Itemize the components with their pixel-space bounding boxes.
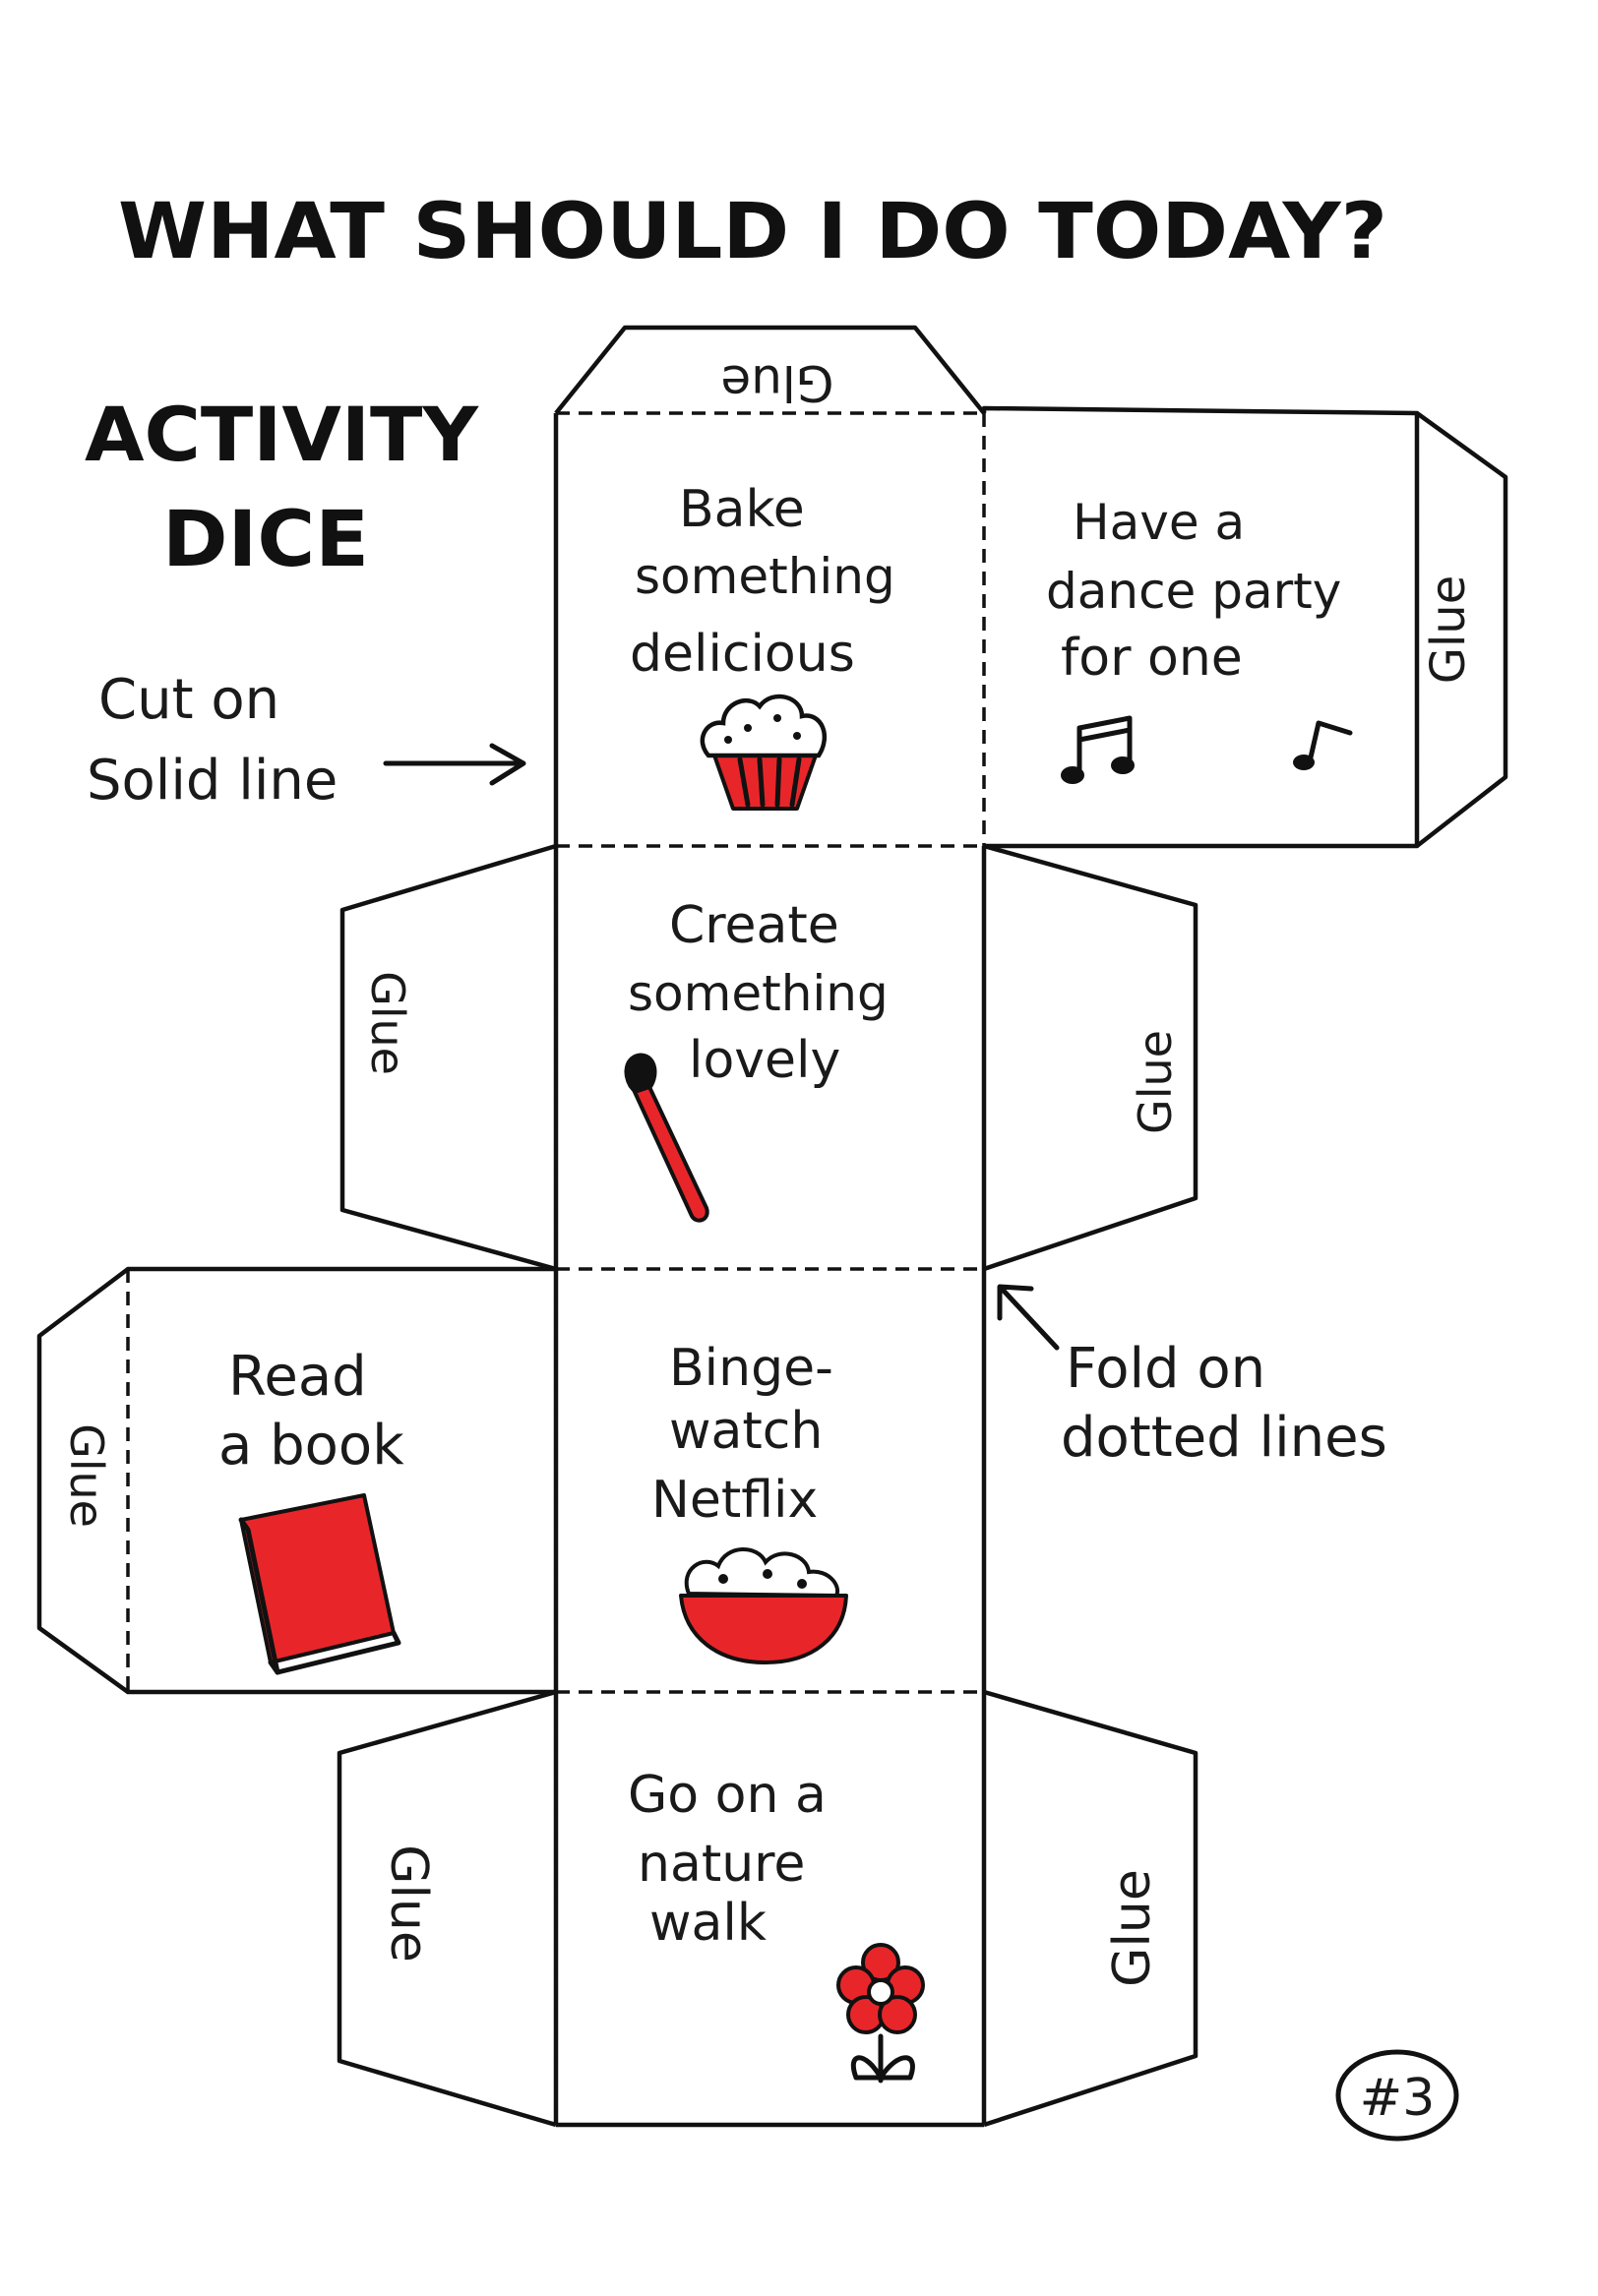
face-binge-line3: Netflix bbox=[651, 1471, 818, 1530]
page-number: #3 bbox=[1360, 2069, 1436, 2128]
popcorn-bowl-icon bbox=[679, 1547, 848, 1664]
face-read-line1: Read bbox=[228, 1345, 367, 1409]
face-create: Create something lovely bbox=[624, 896, 889, 1223]
face-binge-line1: Binge- bbox=[669, 1339, 833, 1398]
music-notes-icon bbox=[1061, 715, 1353, 784]
glue-tab-read-left: Glue bbox=[60, 1423, 113, 1528]
cut-instruction-line2: Solid line bbox=[87, 749, 338, 813]
activity-heading: ACTIVITY bbox=[85, 391, 479, 478]
flower-icon bbox=[836, 1943, 925, 2084]
face-walk-line2: nature bbox=[638, 1835, 805, 1894]
face-dance-line3: for one bbox=[1061, 629, 1243, 688]
face-bake-line1: Bake bbox=[679, 480, 805, 539]
face-binge-line2: watch bbox=[669, 1402, 823, 1461]
cut-instruction-line1: Cut on bbox=[98, 668, 279, 732]
arrow-up-left-icon bbox=[997, 1284, 1060, 1351]
arrow-right-icon bbox=[383, 743, 526, 786]
glue-tab-create-left: Glue bbox=[361, 971, 414, 1075]
face-walk-line3: walk bbox=[649, 1894, 767, 1953]
face-bake-line2: something bbox=[635, 548, 895, 605]
face-create-line1: Create bbox=[669, 896, 839, 955]
fold-instruction-line1: Fold on bbox=[1066, 1337, 1265, 1401]
face-bake: Bake something delicious bbox=[630, 480, 895, 811]
face-walk-line1: Go on a bbox=[628, 1766, 827, 1825]
face-walk: Go on a nature walk bbox=[628, 1766, 925, 2084]
face-create-line2: something bbox=[628, 965, 889, 1022]
glue-tab-walk-left: Glue bbox=[379, 1844, 438, 1963]
face-read-line2: a book bbox=[218, 1414, 404, 1478]
book-icon bbox=[238, 1493, 401, 1675]
glue-tab-top: Glue bbox=[720, 354, 833, 411]
dice-net bbox=[36, 325, 1508, 2128]
face-dance-line2: dance party bbox=[1046, 563, 1341, 620]
paintbrush-icon bbox=[624, 1053, 709, 1223]
glue-tab-create-right: Glue bbox=[1129, 1030, 1182, 1134]
face-dance: Have a dance party for one bbox=[1046, 494, 1353, 784]
page-number-badge: #3 bbox=[1335, 2049, 1459, 2142]
face-create-line3: lovely bbox=[689, 1031, 840, 1090]
face-bake-line3: delicious bbox=[630, 625, 855, 684]
face-dance-line1: Have a bbox=[1073, 494, 1245, 551]
face-binge: Binge- watch Netflix bbox=[651, 1339, 848, 1664]
glue-tab-walk-right: Glue bbox=[1103, 1869, 1162, 1987]
cupcake-icon bbox=[700, 694, 828, 811]
face-read: Read a book bbox=[218, 1345, 404, 1675]
dice-heading: DICE bbox=[162, 496, 369, 584]
page-title: WHAT SHOULD I DO TODAY? bbox=[118, 188, 1387, 276]
glue-tab-dance-right: Glue bbox=[1421, 575, 1476, 684]
fold-instruction-line2: dotted lines bbox=[1061, 1406, 1387, 1470]
